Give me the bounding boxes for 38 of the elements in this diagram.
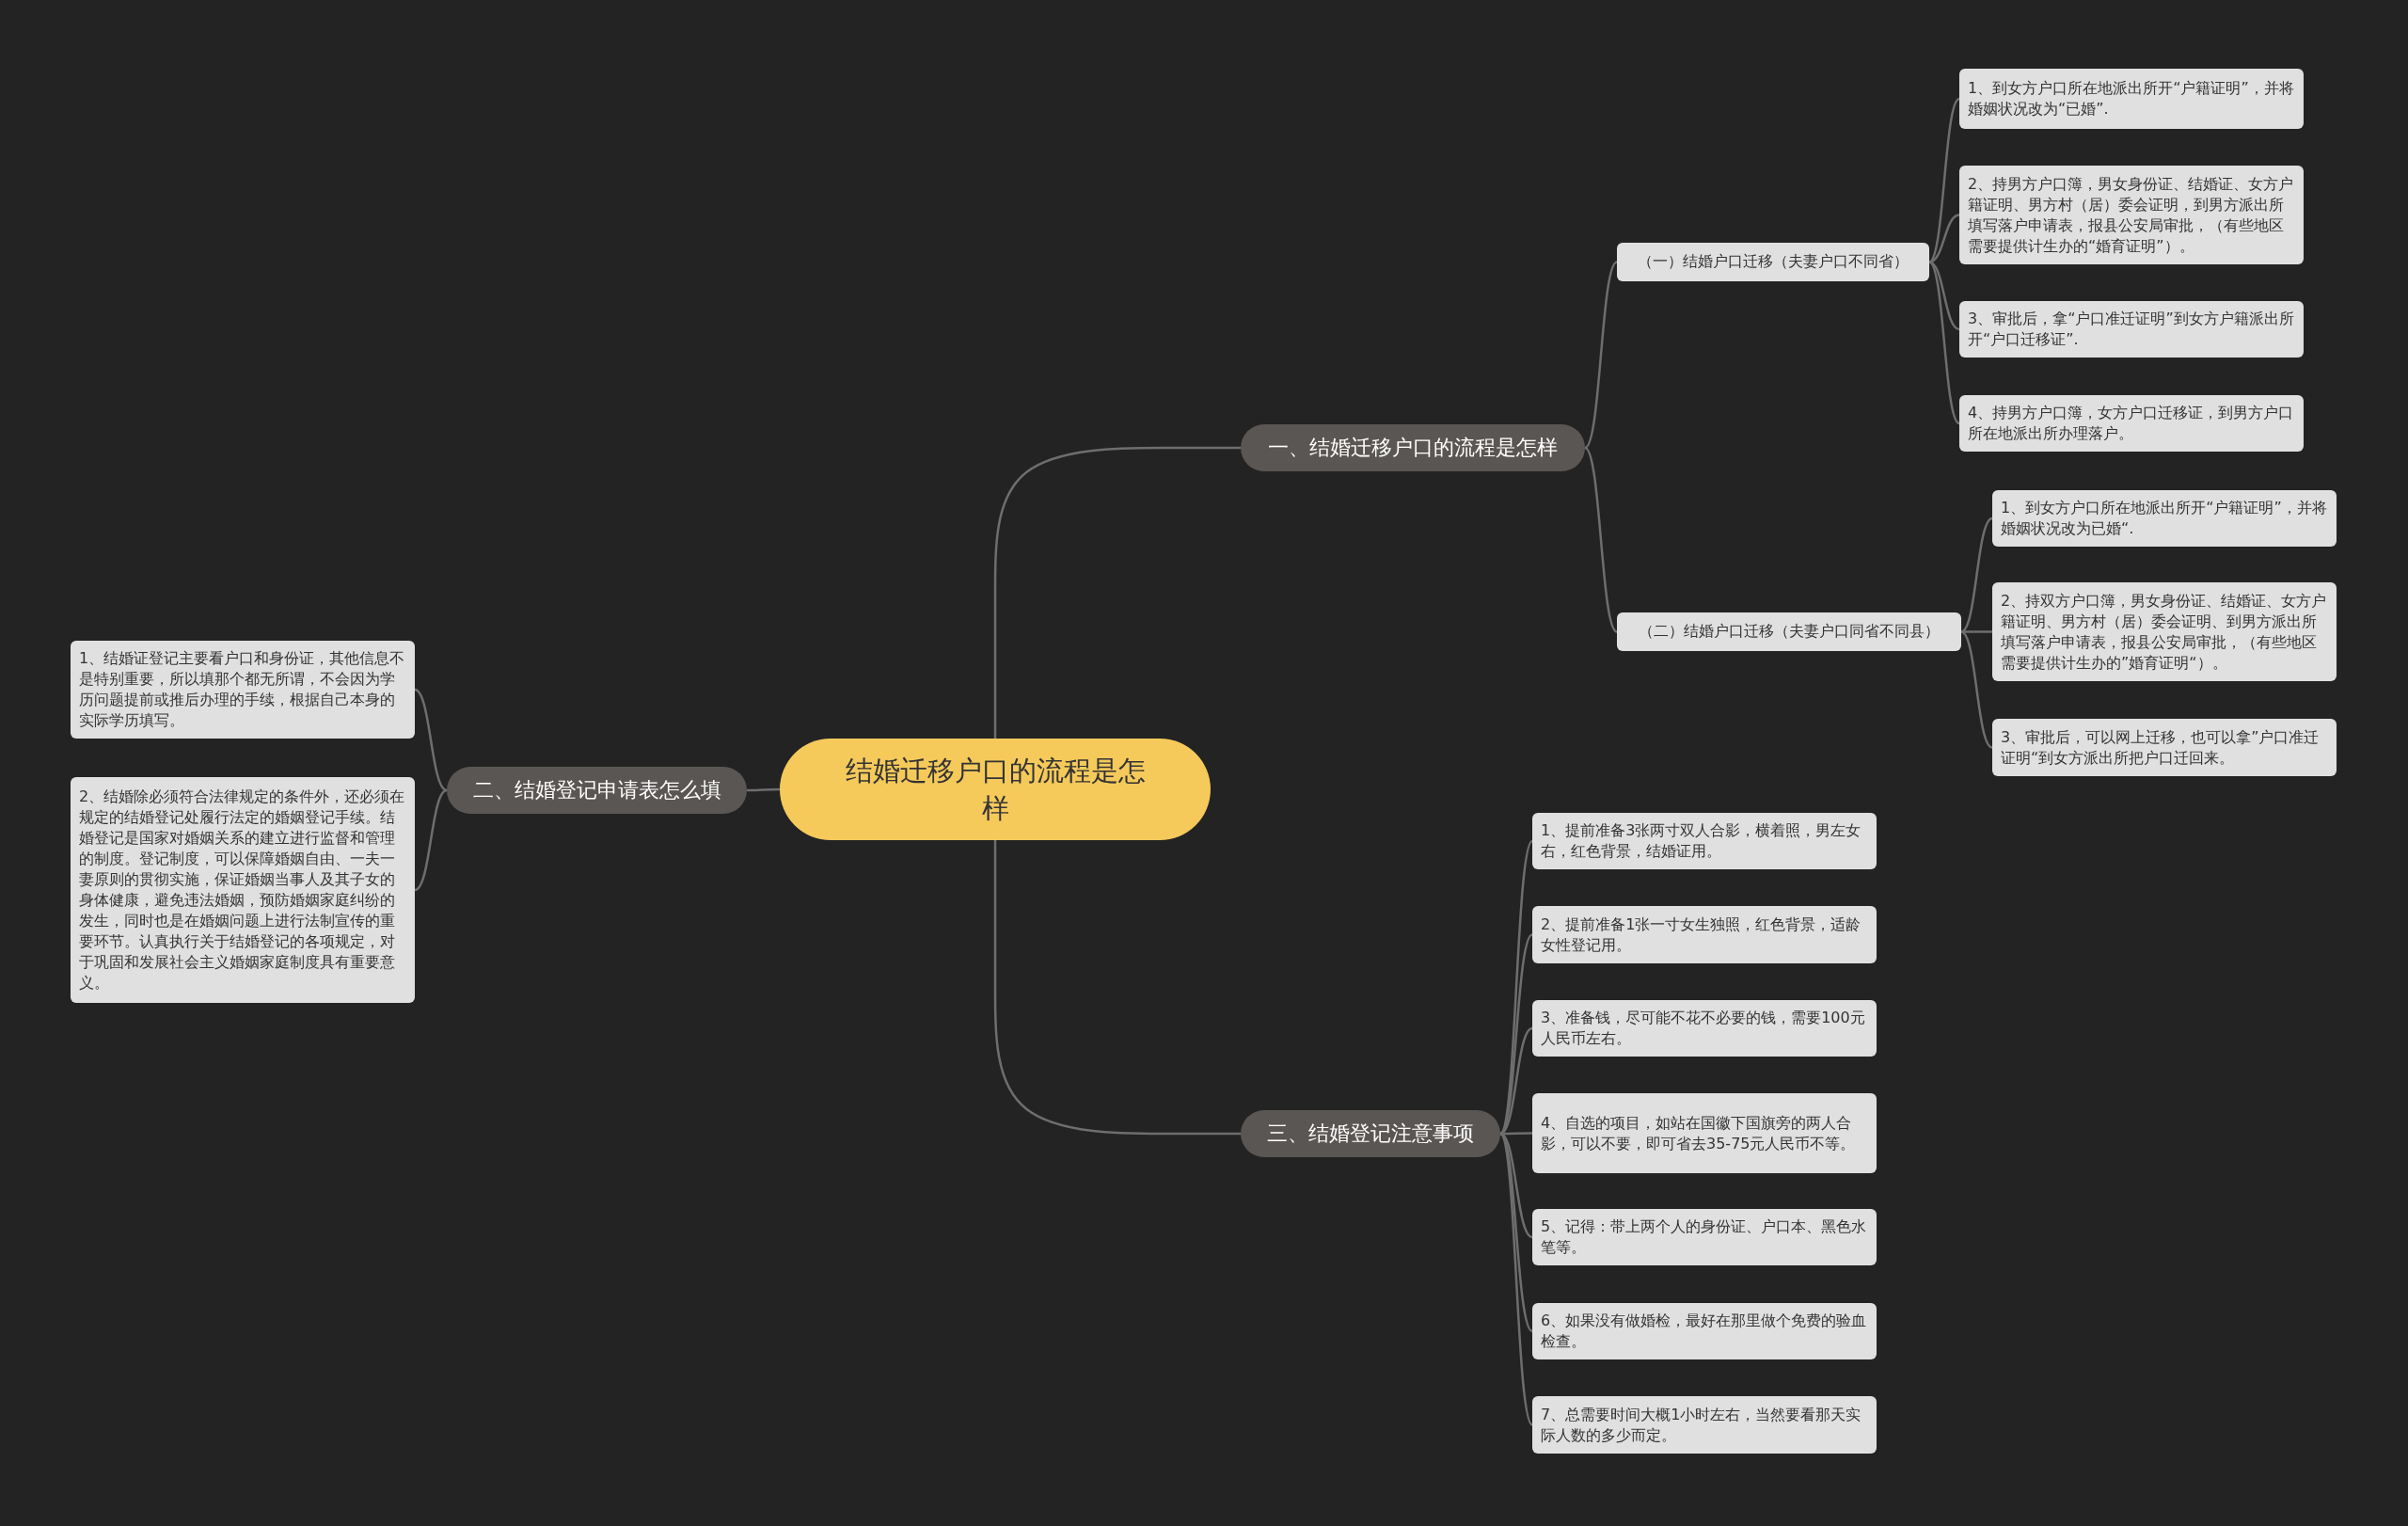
branch-topic: 三、结婚登记注意事项 [1241, 1110, 1500, 1157]
connector-line [1960, 630, 1993, 749]
note-card: 2、持男方户口簿，男女身份证、结婚证、女方户籍证明、男方村（居）委会证明，到男方派出所填写落户申请表，报县公安局审批，（有些地区需要提供计生办的“婚育证明”）。 [1959, 166, 2304, 264]
note-card: 3、准备钱，尽可能不花不必要的钱，需要100元人民币左右。 [1532, 1000, 1877, 1057]
branch-topic: 一、结婚迁移户口的流程是怎样 [1241, 424, 1585, 471]
branch-topic: 二、结婚登记申请表怎么填 [447, 767, 747, 814]
note-card: 6、如果没有做婚检，最好在那里做个免费的验血检查。 [1532, 1303, 1877, 1359]
note-card: 3、审批后，可以网上迁移，也可以拿”户口准迁证明“到女方派出所把户口迁回来。 [1992, 719, 2337, 776]
connector-line [1584, 447, 1618, 633]
note-card: 1、到女方户口所在地派出所开“户籍证明”，并将婚姻状况改为已婚“. [1992, 490, 2337, 547]
connector-line [1928, 98, 1960, 263]
note-card: 1、提前准备3张两寸双人合影，横着照，男左女右，红色背景，结婚证用。 [1532, 813, 1877, 869]
note-card: 7、总需要时间大概1小时左右，当然要看那天实际人数的多少而定。 [1532, 1396, 1877, 1454]
connector-line [993, 840, 1241, 1136]
connector-line [747, 787, 780, 792]
connector-line [1500, 1132, 1532, 1136]
connector-line [1499, 1133, 1533, 1332]
note-card: 2、提前准备1张一寸女生独照，红色背景，适龄女性登记用。 [1532, 906, 1877, 963]
note-card: 4、持男方户口簿，女方户口迁移证，到男方户口所在地派出所办理落户。 [1959, 395, 2304, 452]
connector-line [1584, 261, 1618, 449]
connector-line [1960, 517, 1993, 633]
note-card: 2、结婚除必须符合法律规定的条件外，还必须在规定的结婚登记处履行法定的婚姻登记手续。结婚登记是国家对婚姻关系的建立进行监督和管理的制度。登记制度，可以保障婚姻自由、一夫一妻原则的贯彻实施，保证婚姻当事人及其子女的身体健康，避免违法婚姻，预防婚姻家庭纠纷的发生，同时也是在婚姻问题上进行法制宣传的重要环节。认真执行关于结婚登记的各项规定，对于巩固和发展社会主义婚姻家庭制度具有重要意义。 [71, 777, 415, 1003]
note-card: 5、记得：带上两个人的身份证、户口本、黑色水笔等。 [1532, 1209, 1877, 1265]
central-topic: 结婚迁移户口的流程是怎样 [780, 739, 1211, 840]
connector-line [1498, 840, 1534, 1135]
note-card: 1、结婚证登记主要看户口和身份证，其他信息不是特别重要，所以填那个都无所谓，不会因为学历问题提前或推后办理的手续，根据自己本身的实际学历填写。 [71, 641, 415, 739]
connector-line [1961, 630, 1992, 633]
subtopic-box: （一）结婚户口迁移（夫妻户口不同省） [1617, 243, 1929, 281]
subtopic-box: （二）结婚户口迁移（夫妻户口同省不同县） [1617, 612, 1961, 651]
note-card: 4、自选的项目，如站在国徽下国旗旁的两人合影，可以不要，即可省去35-75元人民币不等。 [1532, 1093, 1877, 1173]
note-card: 3、审批后，拿“户口准迁证明”到女方户籍派出所开“户口迁移证”. [1959, 301, 2304, 358]
note-card: 1、到女方户口所在地派出所开“户籍证明”，并将婚姻状况改为“已婚”. [1959, 69, 2304, 129]
connector-line [1498, 1133, 1534, 1426]
note-card: 2、持双方户口簿，男女身份证、结婚证、女方户籍证明、男方村（居）委会证明、到男方派出所填写落户申请表，报县公安局审批，（有些地区需要提供计生办的”婚育证明“）。 [1992, 582, 2337, 681]
connector-line [414, 788, 448, 892]
connector-line [993, 446, 1241, 739]
connector-line [1928, 261, 1960, 424]
connector-line [414, 688, 448, 792]
